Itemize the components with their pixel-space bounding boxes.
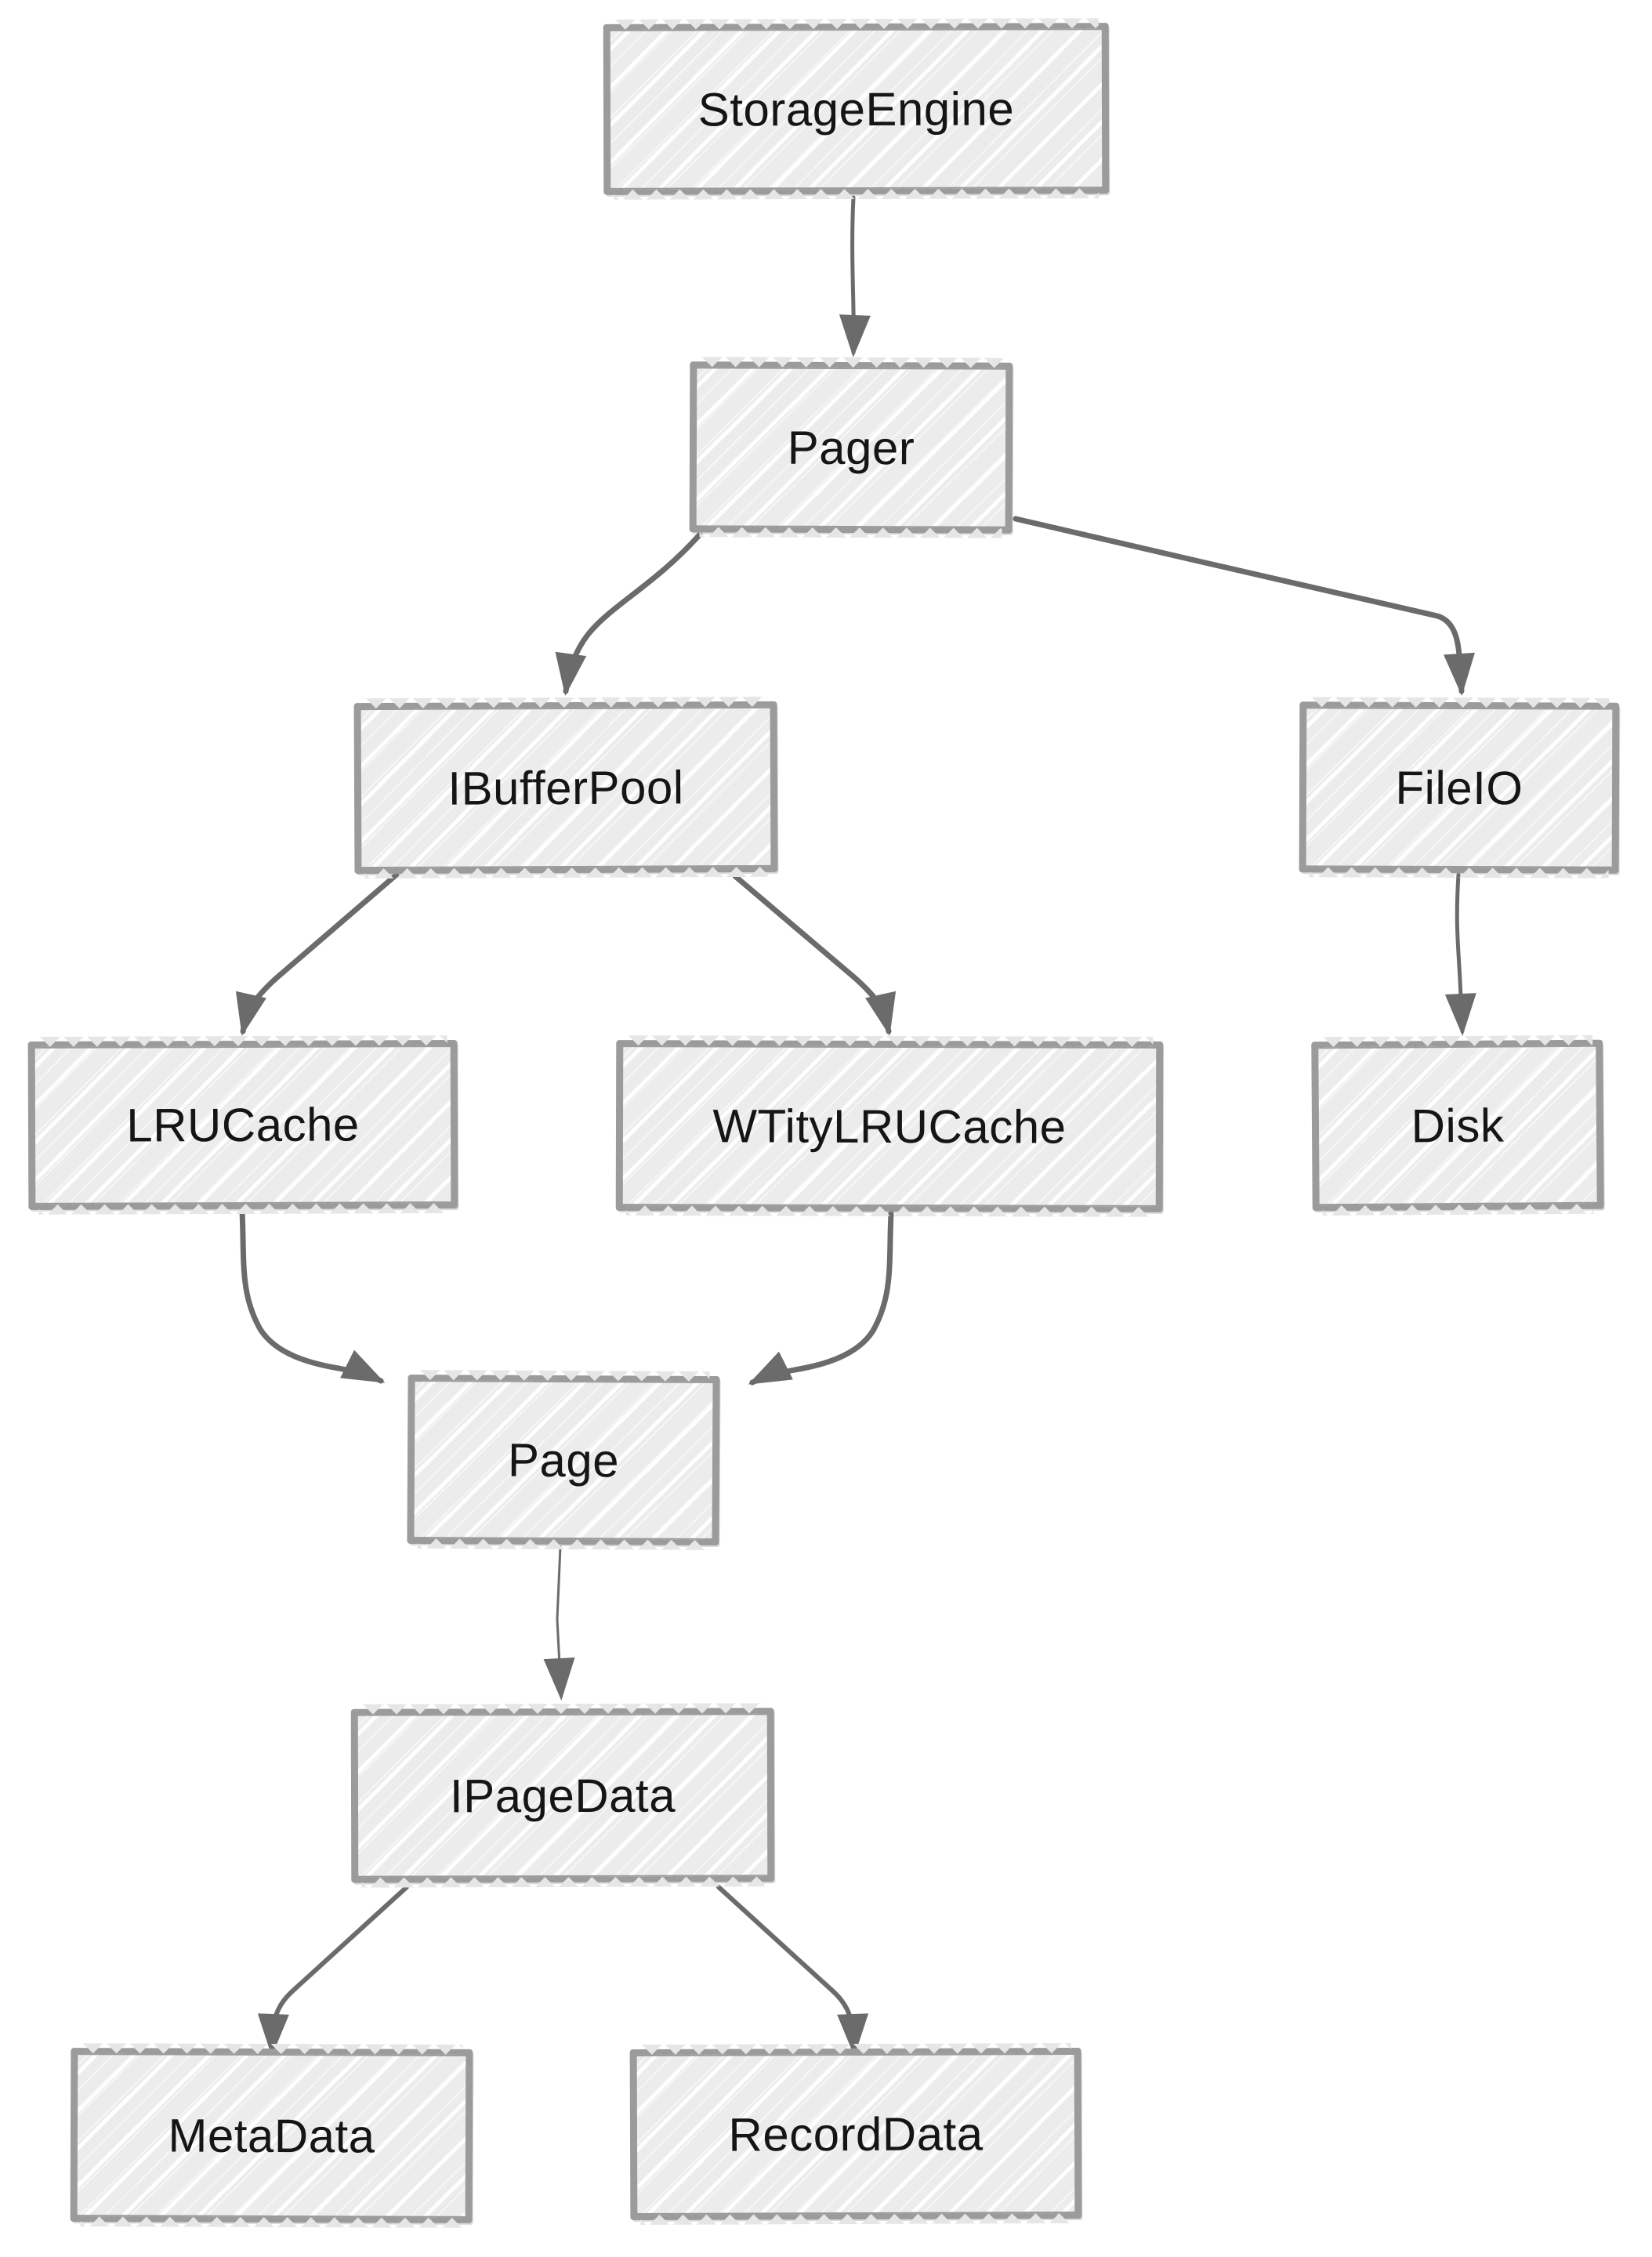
edge-lrucache-page[interactable] [239, 1208, 386, 1384]
node-page[interactable]: Page [407, 1374, 720, 1546]
node-label: Pager [787, 421, 915, 474]
node-label: IPageData [449, 1769, 676, 1822]
edge-pager-fileio[interactable] [1013, 516, 1475, 696]
node-wtitylrucache[interactable]: WTityLRUCache [615, 1040, 1164, 1212]
node-label: Page [507, 1433, 620, 1487]
node-label: RecordData [728, 2107, 984, 2161]
node-label: WTityLRUCache [712, 1099, 1067, 1154]
node-label: MetaData [168, 2109, 375, 2162]
node-storageengine[interactable]: StorageEngine [603, 23, 1110, 195]
edge-ipagedata-metadata[interactable] [257, 1885, 409, 2056]
edge-pager-ibufferpool[interactable] [555, 531, 703, 696]
node-metadata[interactable]: MetaData [70, 2048, 473, 2223]
edge-page-ipagedata[interactable] [543, 1545, 575, 1701]
edge-ibufferpool-lrucache[interactable] [235, 871, 400, 1036]
node-fileio[interactable]: FileIO [1299, 701, 1620, 874]
edge-ibufferpool-wtitylrucache[interactable] [732, 873, 897, 1036]
node-disk[interactable]: Disk [1311, 1039, 1604, 1212]
node-ibufferpool[interactable]: IBufferPool [353, 701, 778, 875]
node-label: StorageEngine [697, 82, 1015, 136]
node-label: LRUCache [126, 1098, 360, 1152]
node-label: FileIO [1395, 761, 1523, 814]
node-recorddata[interactable]: RecordData [629, 2047, 1082, 2221]
node-pager[interactable]: Pager [689, 361, 1013, 534]
edge-ipagedata-recorddata[interactable] [716, 1885, 869, 2056]
node-label: Disk [1411, 1099, 1505, 1152]
edge-fileio-disk[interactable] [1444, 872, 1476, 1036]
edge-wtitylrucache-page[interactable] [748, 1210, 894, 1386]
edge-storageengine-pager[interactable] [839, 195, 871, 357]
node-label: IBufferPool [447, 760, 684, 815]
node-lrucache[interactable]: LRUCache [27, 1040, 458, 1210]
node-ipagedata[interactable]: IPageData [350, 1708, 775, 1883]
